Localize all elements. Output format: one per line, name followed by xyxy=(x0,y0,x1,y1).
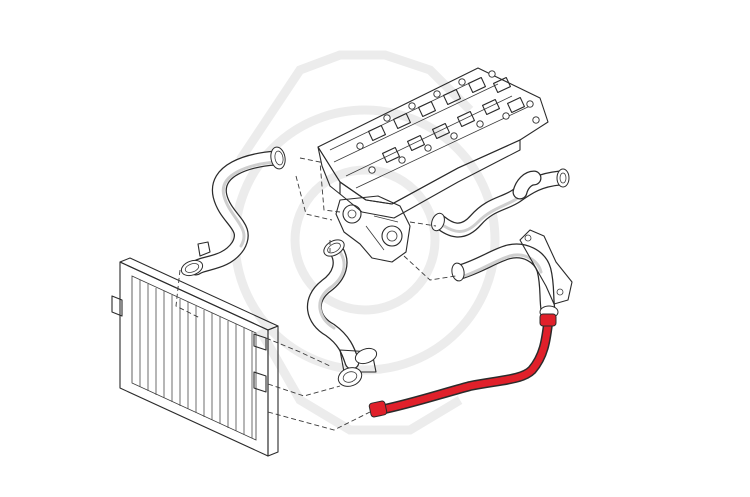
cylinder-head xyxy=(317,67,549,219)
heater-hose-upper xyxy=(431,168,570,238)
heater-hose-lower xyxy=(451,229,573,319)
lower-radiator-hose xyxy=(307,239,378,387)
upper-radiator-hose xyxy=(180,146,286,277)
expansion-tank-hose-highlighted xyxy=(368,313,557,418)
leader-lines xyxy=(175,157,457,431)
radiator xyxy=(111,257,279,457)
thermostat-housing xyxy=(335,195,411,263)
gear-watermark xyxy=(230,50,500,435)
